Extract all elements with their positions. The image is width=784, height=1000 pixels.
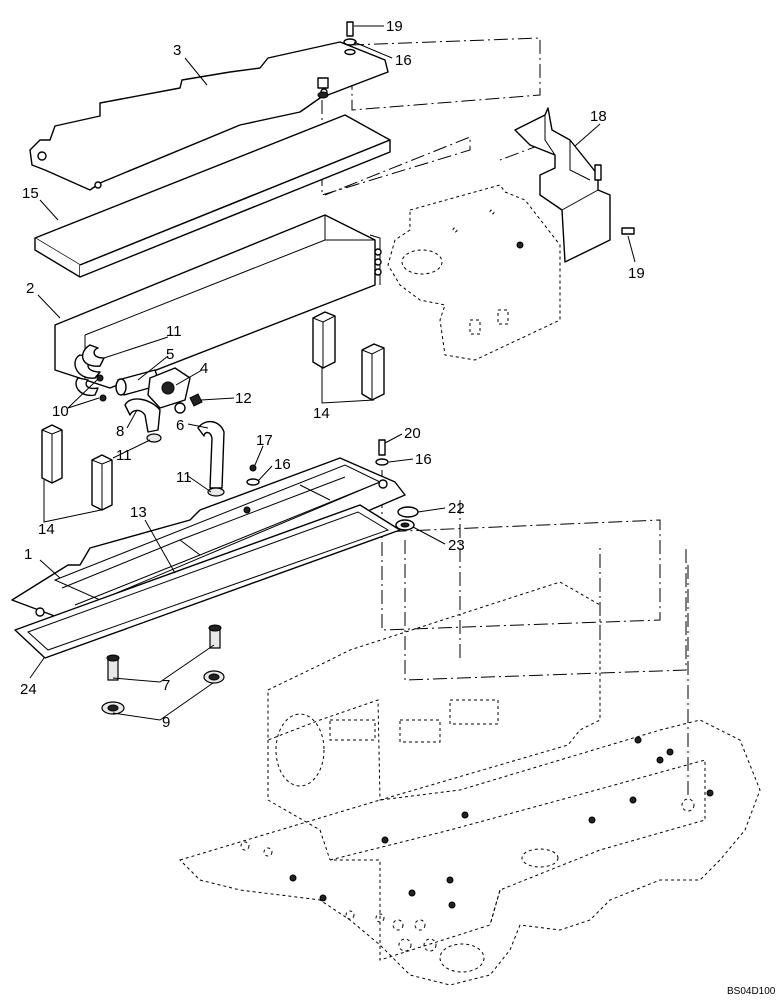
callout-16-right: 16 <box>415 451 432 468</box>
callout-19-top: 19 <box>386 18 403 35</box>
callout-1: 1 <box>24 546 32 563</box>
callout-19-right: 19 <box>628 265 645 282</box>
callout-14-left: 14 <box>38 521 55 538</box>
filter-pad <box>34 114 391 278</box>
callout-23: 23 <box>448 537 465 554</box>
callout-24: 24 <box>20 681 37 698</box>
chassis-fasteners <box>240 736 714 952</box>
callout-7: 7 <box>162 677 170 694</box>
foam-block-left <box>41 424 113 511</box>
drawing-code: BS04D100 <box>727 986 776 997</box>
callout-8: 8 <box>116 423 124 440</box>
hoses-and-valve <box>74 344 225 497</box>
foam-block-right <box>312 311 385 401</box>
callout-12: 12 <box>235 390 252 407</box>
leader-lines <box>29 25 636 721</box>
callout-14-right: 14 <box>313 405 330 422</box>
heater-core-box <box>54 214 382 389</box>
callout-11-low: 11 <box>176 469 192 486</box>
callout-10: 10 <box>52 403 69 420</box>
mounting-bracket <box>514 107 635 263</box>
callout-labels: 3 19 16 18 15 19 2 11 5 4 12 10 14 8 6 1… <box>20 18 776 997</box>
callout-16-mid: 16 <box>274 456 291 473</box>
callout-15: 15 <box>22 185 39 202</box>
callout-3: 3 <box>173 42 181 59</box>
callout-6: 6 <box>176 417 184 434</box>
callout-2: 2 <box>26 280 34 297</box>
callout-5: 5 <box>166 346 174 363</box>
alignment-lines <box>321 37 689 795</box>
callout-13: 13 <box>130 504 147 521</box>
gasket <box>14 504 401 659</box>
callout-22: 22 <box>448 500 465 517</box>
callout-11-mid: 11 <box>116 447 132 464</box>
callout-9: 9 <box>162 714 170 731</box>
callout-4: 4 <box>200 360 208 377</box>
callout-11-top: 11 <box>166 323 182 340</box>
callout-16-top: 16 <box>395 52 412 69</box>
firewall-panel <box>387 184 561 361</box>
callout-20: 20 <box>404 425 421 442</box>
callout-17: 17 <box>256 432 273 449</box>
chassis-base <box>179 581 761 986</box>
callout-18: 18 <box>590 108 607 125</box>
fittings-and-grommets <box>101 624 225 715</box>
hardware <box>246 21 419 531</box>
